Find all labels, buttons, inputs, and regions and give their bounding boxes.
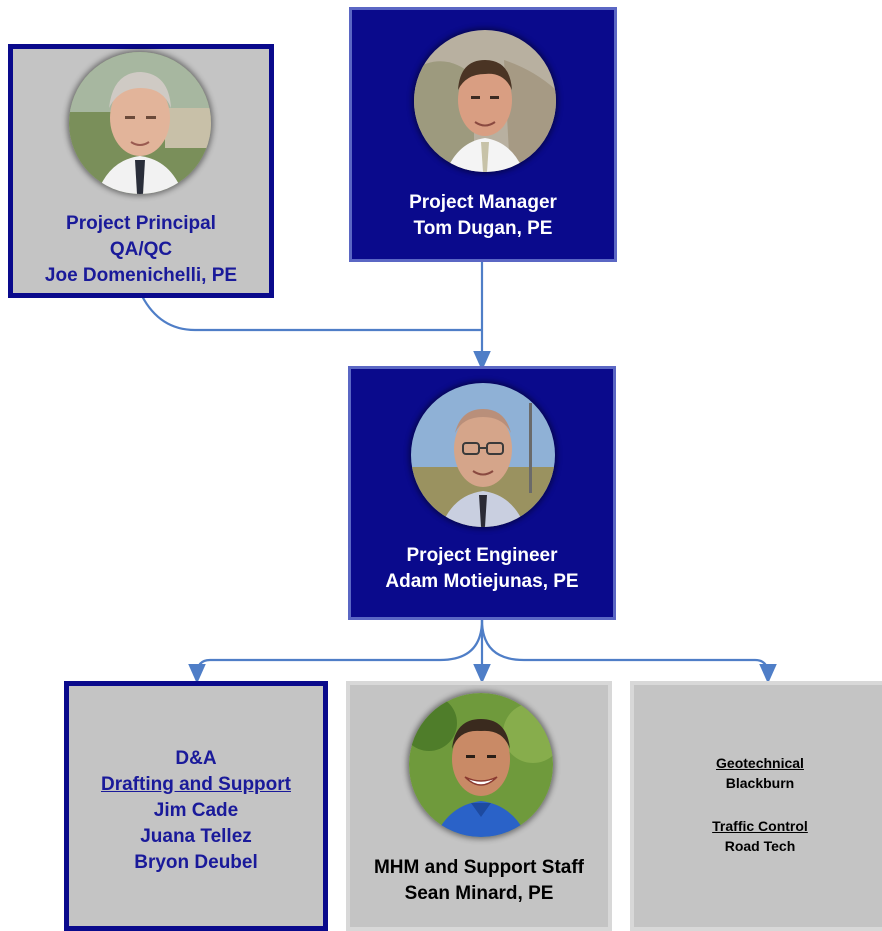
- mhm-name: Sean Minard, PE: [404, 883, 554, 904]
- manager-title: Project Manager: [409, 192, 557, 213]
- manager-photo: [414, 30, 556, 172]
- drafting-member: Juana Tellez: [140, 826, 252, 847]
- consultant-heading: Traffic Control: [712, 818, 808, 834]
- principal-box: Project Principal QA/QC Joe Domenichelli…: [8, 44, 274, 298]
- engineer-box: Project Engineer Adam Motiejunas, PE: [348, 366, 616, 620]
- manager-box: Project Manager Tom Dugan, PE: [349, 7, 617, 262]
- principal-photo: [69, 52, 211, 194]
- connector-engineer-to-drafting: [188, 619, 484, 684]
- principal-title: Project Principal: [66, 213, 216, 234]
- mhm-text: MHM and Support Staff Sean Minard, PE: [350, 855, 608, 907]
- principal-text: Project Principal QA/QC Joe Domenichelli…: [13, 211, 269, 289]
- consultant-heading: Geotechnical: [716, 755, 804, 771]
- drafting-member: Bryon Deubel: [134, 852, 258, 873]
- mhm-box: MHM and Support Staff Sean Minard, PE: [346, 681, 612, 931]
- drafting-member: Jim Cade: [153, 800, 239, 821]
- connector-principal-to-engineer: [141, 295, 482, 332]
- connector-engineer-to-consultants: [480, 619, 777, 684]
- drafting-box: D&A Drafting and Support Jim Cade Juana …: [64, 681, 328, 931]
- consultant-name: Blackburn: [725, 775, 795, 791]
- manager-name: Tom Dugan, PE: [413, 218, 553, 239]
- mhm-photo: [409, 693, 553, 837]
- engineer-text: Project Engineer Adam Motiejunas, PE: [351, 543, 613, 595]
- manager-text: Project Manager Tom Dugan, PE: [352, 190, 614, 242]
- principal-name: Joe Domenichelli, PE: [44, 265, 238, 286]
- consultant-spacer: [634, 793, 882, 816]
- engineer-title: Project Engineer: [406, 545, 558, 566]
- engineer-name: Adam Motiejunas, PE: [385, 571, 579, 592]
- mhm-title: MHM and Support Staff: [373, 857, 585, 878]
- consultant-name: Road Tech: [724, 838, 796, 854]
- consultants-text: Geotechnical Blackburn Traffic Control R…: [634, 753, 882, 856]
- drafting-subtitle: Drafting and Support: [101, 774, 291, 795]
- principal-role: QA/QC: [109, 239, 173, 260]
- engineer-photo: [411, 383, 555, 527]
- drafting-title: D&A: [175, 748, 217, 769]
- consultants-box: Geotechnical Blackburn Traffic Control R…: [630, 681, 882, 931]
- drafting-text: D&A Drafting and Support Jim Cade Juana …: [69, 746, 323, 876]
